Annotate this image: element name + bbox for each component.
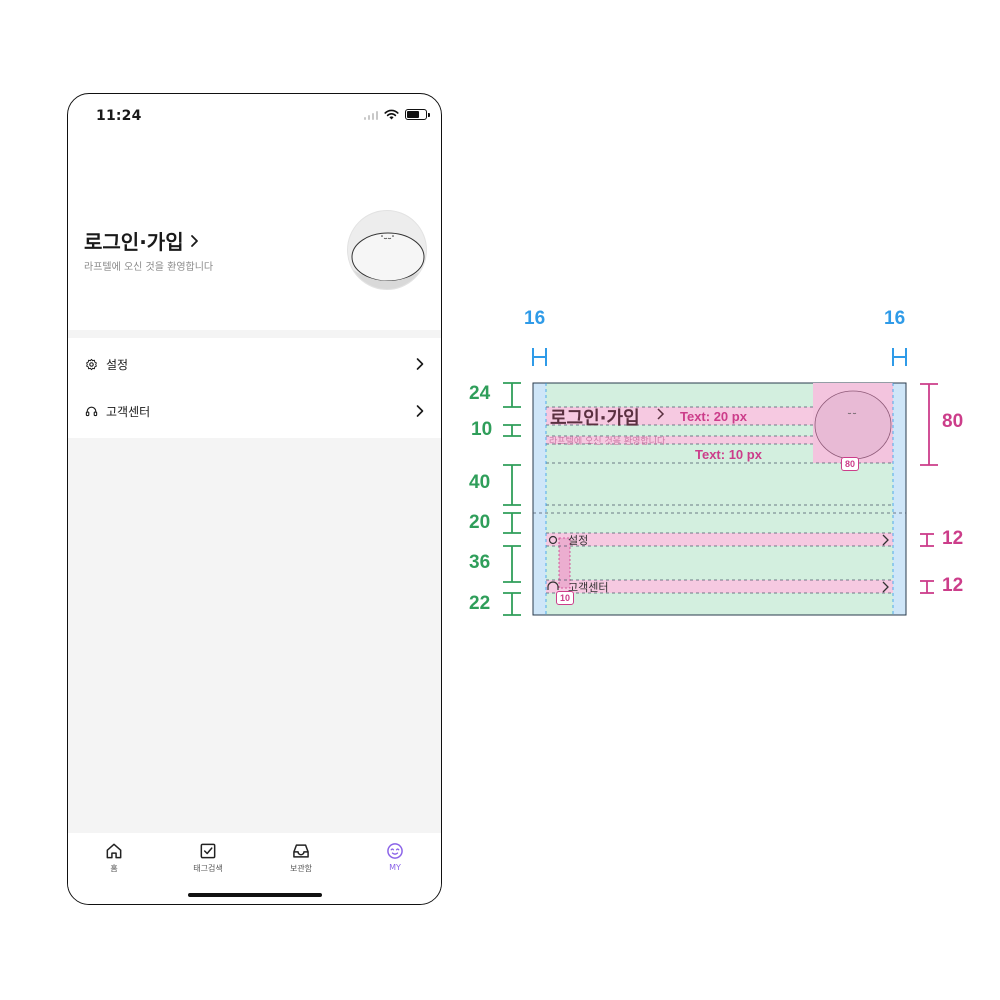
tab-tag-search[interactable]: 태그검색 (168, 841, 248, 874)
menu-item-customer-center[interactable]: 고객센터 (68, 393, 441, 429)
icon-gap-badge: 10 (556, 591, 575, 605)
gear-icon (84, 357, 98, 371)
battery-icon (405, 109, 430, 120)
spacing-label: 24 (469, 383, 491, 404)
menu-item-label: 설정 (106, 357, 129, 372)
spacing-label: 20 (469, 512, 491, 533)
right-padding-label: 16 (884, 308, 906, 329)
tab-label: MY (389, 863, 401, 872)
tab-storage[interactable]: 보관함 (261, 841, 341, 874)
item-height-label: 12 (942, 528, 964, 549)
spacing-label: 10 (471, 419, 493, 440)
item-height-label: 12 (942, 575, 964, 596)
avatar[interactable] (347, 210, 427, 290)
phone-frame: 11:24 로그인·가입 라프텔에 오신 것을 환영합니다 (67, 93, 442, 905)
spec-mini-title: 로그인·가입 (550, 408, 640, 429)
welcome-text: 라프텔에 오신 것을 환영합니다 (84, 262, 214, 273)
home-indicator (188, 893, 322, 897)
tab-label: 보관함 (289, 864, 313, 873)
settings-menu: 설정 고객센터 (68, 338, 441, 438)
signal-icon (363, 110, 378, 120)
status-icons (363, 109, 430, 120)
spec-mini-subtitle: 라프텔에 오신 것을 환영합니다 (549, 437, 666, 447)
tab-home[interactable]: 홈 (74, 841, 154, 874)
tab-label: 태그검색 (193, 864, 223, 873)
spacing-label: 40 (469, 472, 491, 493)
smile-icon (387, 843, 403, 859)
spec-mini-item: 설정 (568, 534, 589, 547)
chevron-right-icon (416, 358, 424, 370)
avatar-character-icon (351, 232, 425, 289)
left-padding-label: 16 (524, 308, 546, 329)
spacing-label: 22 (469, 593, 491, 614)
section-divider (68, 330, 441, 338)
chevron-right-icon (416, 405, 424, 417)
headset-icon (84, 404, 98, 418)
menu-item-label: 고객센터 (106, 404, 151, 419)
tab-bar: 홈 태그검색 보관함 MY (68, 833, 441, 904)
status-bar: 11:24 (68, 94, 441, 138)
tab-my[interactable]: MY (355, 841, 435, 872)
profile-section: 로그인·가입 라프텔에 오신 것을 환영합니다 (68, 210, 441, 290)
inbox-icon (293, 844, 309, 858)
home-icon (106, 843, 122, 859)
wifi-icon (384, 109, 399, 120)
tab-label: 홈 (110, 864, 118, 873)
login-title: 로그인·가입 (84, 230, 184, 254)
spec-mini-item: 고객센터 (568, 581, 609, 594)
tag-search-icon (200, 843, 216, 859)
avatar-size-badge: 80 (841, 457, 860, 471)
chevron-right-icon (190, 234, 198, 247)
spacing-label: 36 (469, 552, 491, 573)
status-time: 11:24 (96, 108, 142, 124)
subtitle-size-note: Text: 10 px (695, 447, 762, 462)
content-background (68, 438, 441, 833)
profile-height-label: 80 (942, 411, 964, 432)
login-signup-link[interactable]: 로그인·가입 (84, 226, 199, 255)
menu-item-settings[interactable]: 설정 (68, 346, 441, 382)
title-size-note: Text: 20 px (680, 409, 747, 424)
